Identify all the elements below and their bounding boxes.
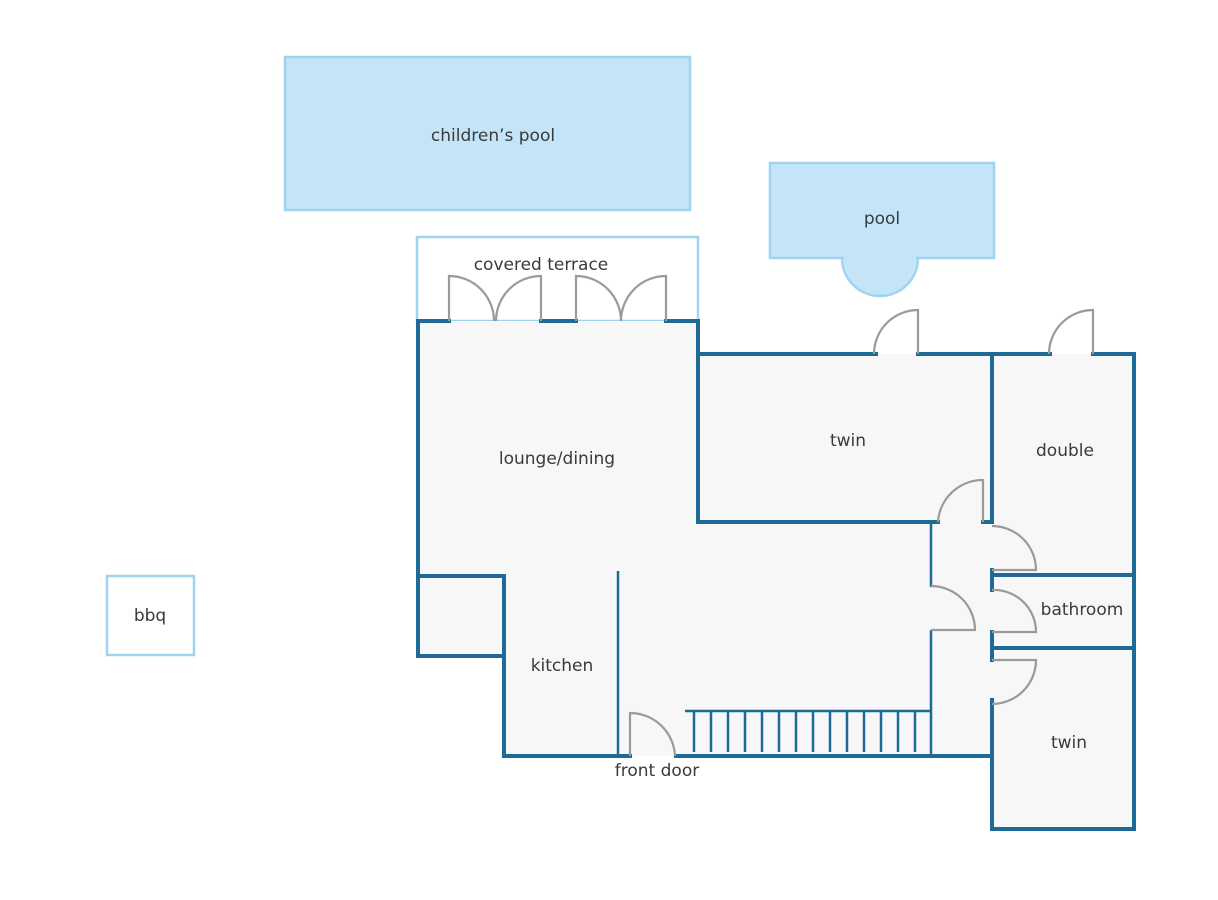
pool-label: pool: [864, 209, 900, 229]
terrace-door-4[interactable]: [619, 274, 668, 322]
twin-exterior-door[interactable]: [872, 308, 920, 355]
house-floor: [418, 321, 1134, 829]
bbq-label: bbq: [134, 606, 166, 626]
front-door-label: front door: [615, 761, 699, 781]
covered-terrace-label: covered terrace: [474, 255, 609, 275]
twin-bottom-door[interactable]: [991, 658, 1038, 706]
interior-walls: [616, 352, 1136, 758]
pool-area: [768, 161, 996, 298]
doors: [447, 274, 1095, 757]
exterior-walls: [416, 319, 1136, 831]
double-label: double: [1036, 441, 1094, 461]
bathroom-label: bathroom: [1041, 600, 1124, 620]
childrens-pool-area: [283, 55, 692, 212]
double-exterior-door[interactable]: [1047, 308, 1095, 355]
twin-bottom-label: twin: [1051, 733, 1087, 753]
twin-top-label: twin: [830, 431, 866, 451]
hallway-door[interactable]: [930, 584, 977, 632]
double-interior-door[interactable]: [991, 524, 1038, 572]
terrace-door-1[interactable]: [447, 274, 496, 322]
terrace-door-2[interactable]: [494, 274, 543, 322]
front-door-leaf[interactable]: [628, 711, 677, 757]
twin-interior-door[interactable]: [936, 478, 985, 523]
childrens-pool-label: children’s pool: [431, 126, 555, 146]
kitchen-label: kitchen: [531, 656, 594, 676]
covered-terrace-area: [415, 235, 700, 323]
bbq-area: [105, 574, 196, 657]
bathroom-door[interactable]: [991, 588, 1038, 634]
staircase: [685, 709, 931, 752]
lounge-dining-label: lounge/dining: [499, 449, 615, 469]
terrace-door-3[interactable]: [574, 274, 623, 322]
